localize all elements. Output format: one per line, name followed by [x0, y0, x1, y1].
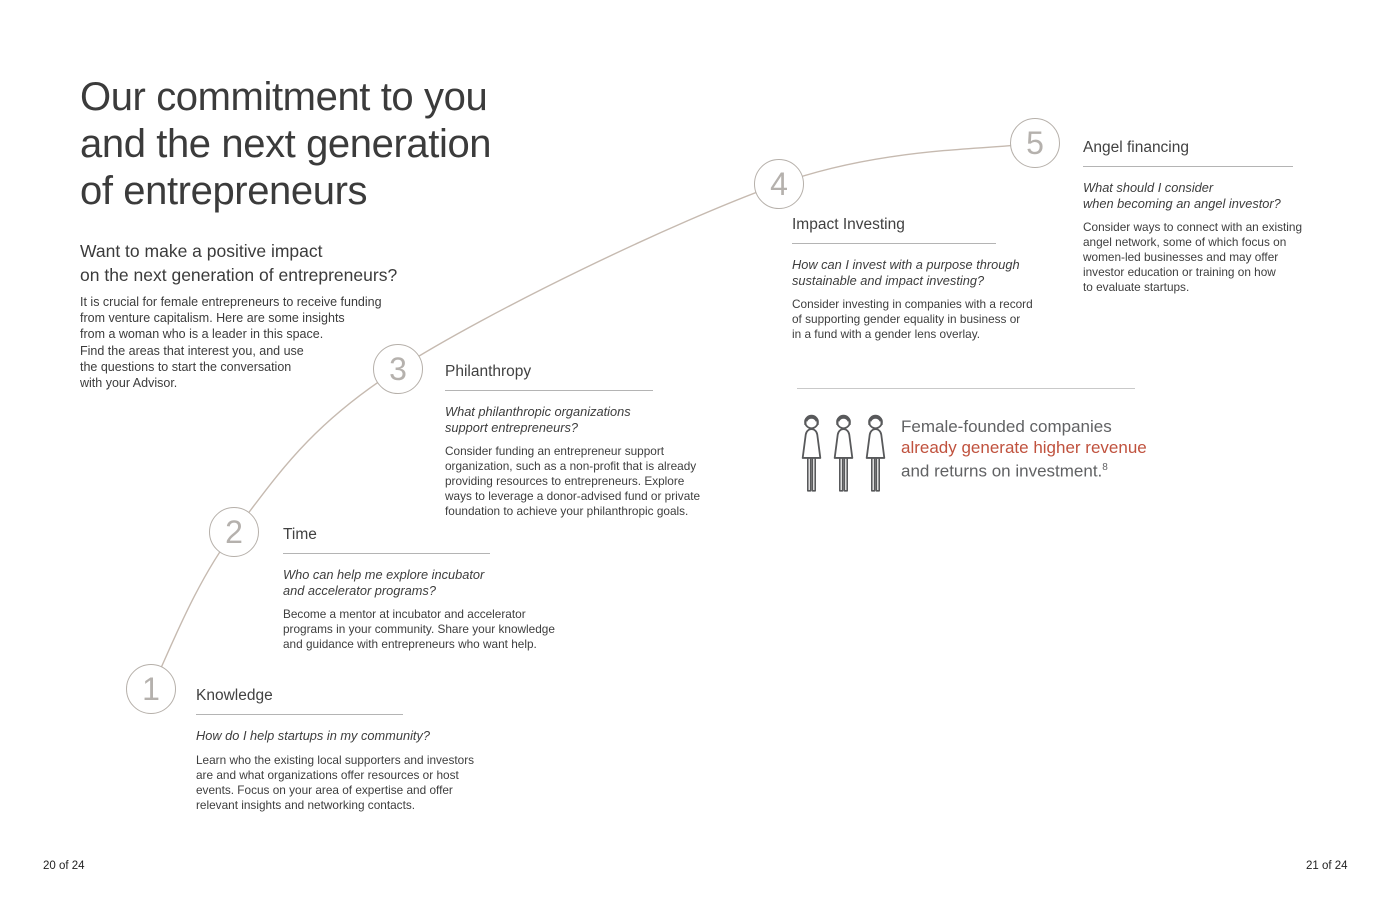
- stat-line-3-text: and returns on investment.: [901, 461, 1103, 481]
- woman-figure-icon: [801, 414, 822, 492]
- step-circle-4: 4: [754, 159, 804, 209]
- step-section-knowledge: Knowledge How do I help startups in my c…: [196, 686, 474, 813]
- step-body: Consider investing in companies with a r…: [792, 297, 1033, 341]
- page-subtitle: Want to make a positive impact on the ne…: [80, 241, 398, 285]
- step-rule: [1083, 166, 1293, 167]
- step-question: How do I help startups in my community?: [196, 728, 430, 743]
- step-body: Consider ways to connect with an existin…: [1083, 220, 1303, 294]
- step-title: Philanthropy: [445, 363, 532, 380]
- stat-line-highlight: already generate higher revenue: [901, 437, 1147, 457]
- step-question: Who can help me explore incubator and ac…: [283, 567, 485, 598]
- step-body: Learn who the existing local supporters …: [196, 752, 475, 812]
- step-section-angel-financing: Angel financing What should I consider w…: [1083, 138, 1302, 295]
- step-circle-2: 2: [209, 507, 259, 557]
- stat-footnote-marker: 8: [1102, 462, 1108, 473]
- step-question: What should I consider when becoming an …: [1083, 180, 1281, 211]
- stat-line-3: and returns on investment.8: [901, 458, 1147, 482]
- step-number: 3: [389, 350, 407, 387]
- page-title: Our commitment to you and the next gener…: [80, 75, 492, 213]
- stat-text: Female-founded companies already generat…: [901, 417, 1147, 482]
- stat-divider: [797, 388, 1135, 389]
- women-figures-icon: [798, 412, 889, 503]
- step-number: 5: [1026, 124, 1044, 161]
- step-title: Knowledge: [196, 687, 273, 704]
- step-rule: [445, 390, 653, 391]
- step-question: How can I invest with a purpose through …: [792, 257, 1020, 288]
- woman-figure-icon: [833, 414, 854, 492]
- step-section-impact-investing: Impact Investing How can I invest with a…: [792, 215, 1033, 342]
- step-question: What philanthropic organizations support…: [445, 404, 631, 435]
- intro-paragraph: It is crucial for female entrepreneurs t…: [80, 295, 382, 391]
- page-number-right: 21 of 24: [1306, 860, 1348, 872]
- step-rule: [283, 553, 490, 554]
- step-rule: [792, 243, 996, 244]
- step-section-philanthropy: Philanthropy What philanthropic organiza…: [445, 362, 700, 519]
- curve-path: [150, 142, 1036, 690]
- step-title: Impact Investing: [792, 216, 905, 233]
- page-number-left: 20 of 24: [43, 860, 85, 872]
- step-body: Consider funding an entrepreneur support…: [445, 444, 701, 518]
- step-body: Become a mentor at incubator and acceler…: [283, 607, 555, 651]
- step-number: 1: [142, 670, 160, 707]
- step-section-time: Time Who can help me explore incubator a…: [283, 525, 555, 652]
- step-circle-5: 5: [1010, 118, 1060, 168]
- step-number: 4: [770, 165, 788, 202]
- step-circle-1: 1: [126, 664, 176, 714]
- stat-line-1: Female-founded companies: [901, 417, 1112, 436]
- step-title: Time: [283, 526, 317, 543]
- step-circle-3: 3: [373, 344, 423, 394]
- step-title: Angel financing: [1083, 139, 1189, 156]
- woman-figure-icon: [865, 414, 886, 492]
- step-rule: [196, 714, 403, 715]
- step-number: 2: [225, 513, 243, 550]
